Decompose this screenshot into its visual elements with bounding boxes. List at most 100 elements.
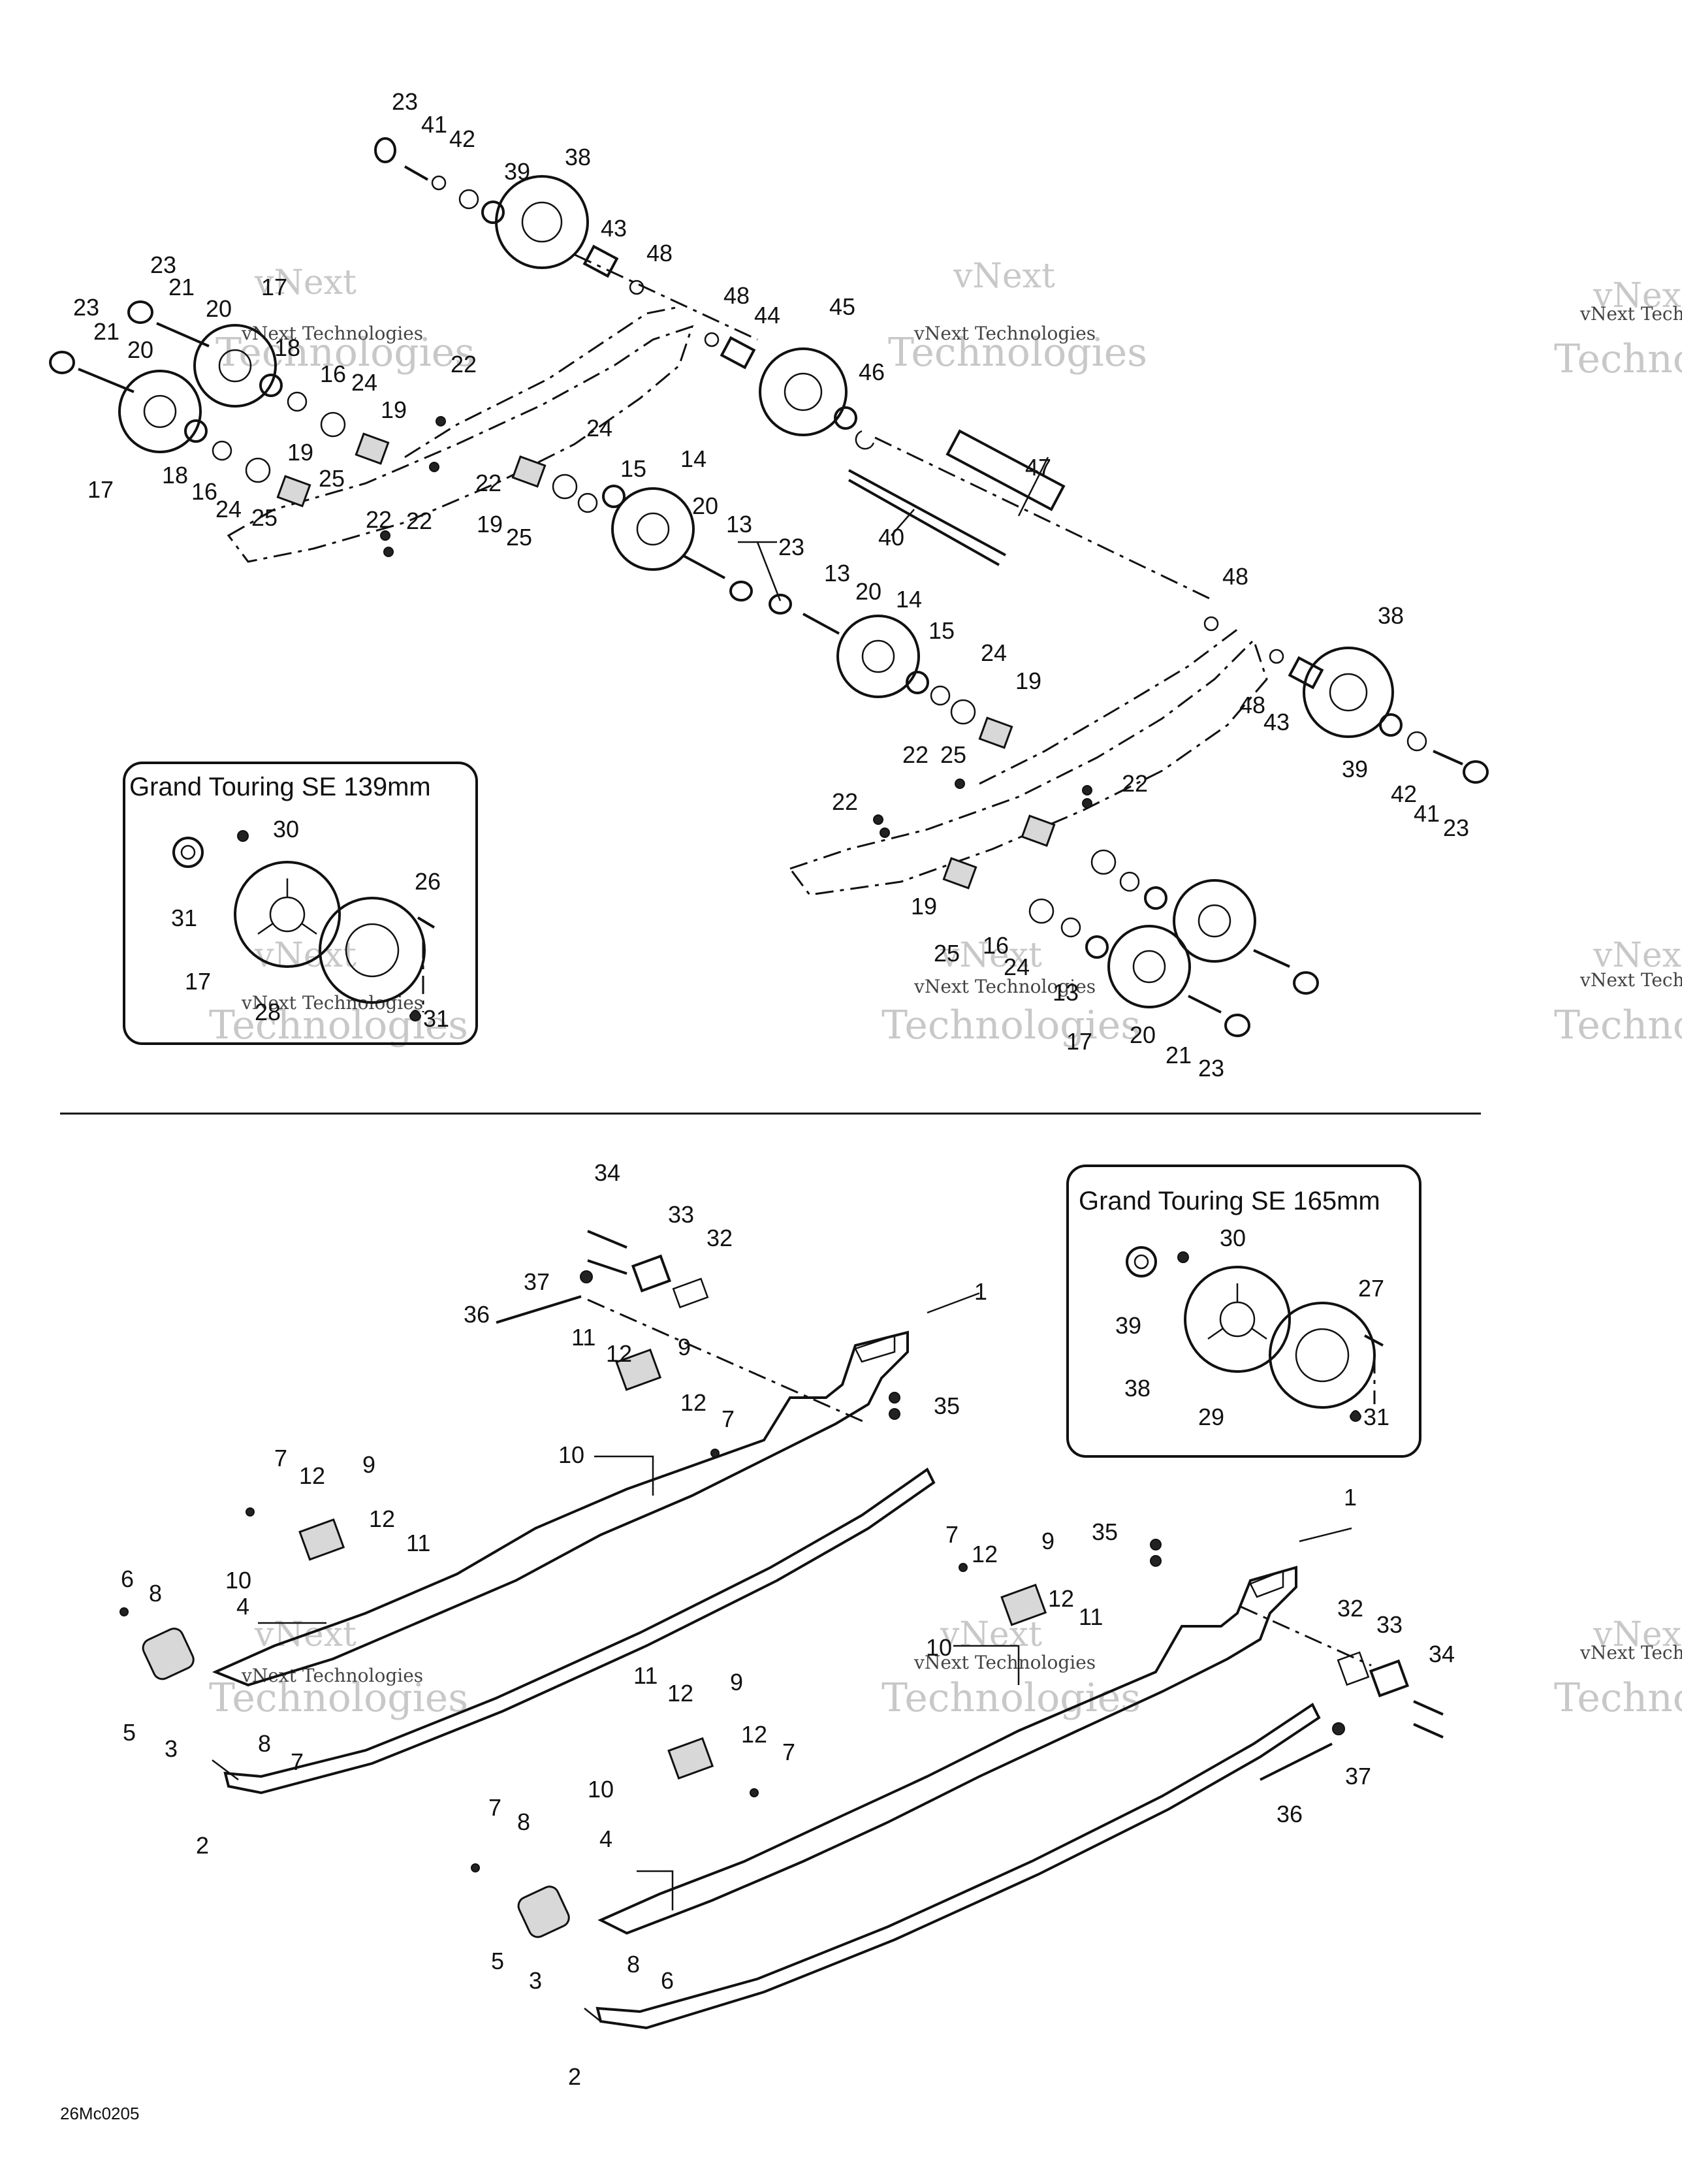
- axle-support-block: [355, 432, 390, 465]
- watermark-brand-long: Technologies: [1554, 1675, 1682, 1721]
- callout-29: 29: [1198, 1404, 1224, 1430]
- wheel-cover-inner: [345, 923, 400, 978]
- callout-12: 12: [680, 1389, 706, 1416]
- callout-13: 13: [1053, 979, 1079, 1006]
- watermark-line: vNext Technologies: [913, 323, 1096, 344]
- spacer-ring: [552, 474, 578, 500]
- idler-wheel-hub: [1132, 950, 1166, 984]
- frame-arm-right-inner: [979, 626, 1241, 785]
- callout-32: 32: [1337, 1595, 1363, 1622]
- cap: [1463, 760, 1489, 784]
- nut: [429, 462, 439, 472]
- callout-21: 21: [1166, 1042, 1192, 1068]
- callout-23: 23: [778, 534, 804, 560]
- callout-22: 22: [832, 788, 858, 815]
- watermark-line: vNext Technologies: [241, 323, 423, 344]
- bearing: [259, 374, 283, 397]
- idler-wheel-hub: [861, 639, 895, 673]
- watermark-brand-long: Technologies: [215, 330, 475, 376]
- spacer-ring: [245, 457, 271, 483]
- callout-8: 8: [149, 1580, 162, 1607]
- bolt: [1188, 995, 1222, 1014]
- idler-wheel-hub: [636, 512, 670, 546]
- frame-arm-left-inner: [404, 306, 680, 458]
- callout-22: 22: [406, 507, 432, 534]
- slider-block: [298, 1518, 345, 1561]
- callout-41: 41: [1414, 800, 1440, 827]
- watermark-line: vNext Technologies: [241, 992, 423, 1014]
- callout-11: 11: [571, 1324, 595, 1351]
- drop-icon: [1349, 1410, 1362, 1422]
- callout-20: 20: [692, 492, 718, 519]
- bolt: [1413, 1723, 1444, 1739]
- bolt: [78, 368, 135, 393]
- bolt: [1433, 750, 1463, 765]
- nut: [383, 547, 394, 557]
- callout-21: 21: [93, 318, 119, 345]
- callout-37: 37: [524, 1268, 550, 1295]
- bolt: [802, 613, 840, 635]
- fastener: [750, 1788, 759, 1797]
- watermark-brand-long: Technologies: [209, 1003, 468, 1048]
- callout-5: 5: [491, 1948, 504, 1974]
- long-bolt: [1260, 1742, 1333, 1781]
- callout-27: 27: [1358, 1275, 1384, 1302]
- washer: [1203, 616, 1219, 632]
- bearing: [1126, 1246, 1157, 1277]
- watermark-brand: vNext: [1593, 936, 1682, 975]
- idler-wheel: [1173, 879, 1256, 963]
- bolt: [1413, 1700, 1444, 1716]
- inset-title: Grand Touring SE 139mm: [129, 773, 431, 801]
- callout-12: 12: [299, 1462, 325, 1489]
- retaining-ring: [287, 391, 308, 412]
- top-assembly: [49, 137, 1489, 1037]
- diagram-code: 26Mc0205: [60, 2104, 139, 2123]
- spacer: [1288, 656, 1324, 690]
- bearing: [172, 837, 204, 868]
- spacer: [582, 244, 619, 278]
- callout-39: 39: [1115, 1312, 1141, 1339]
- nut: [955, 779, 965, 789]
- bearing-inner: [180, 844, 196, 860]
- watermark-brand: vNext: [953, 257, 1055, 296]
- leader-line: [891, 509, 915, 536]
- callout-25: 25: [251, 504, 278, 531]
- axis-line: [1240, 1605, 1372, 1667]
- callout-1: 1: [974, 1278, 987, 1305]
- callout-28: 28: [255, 999, 281, 1025]
- axis-line: [574, 253, 758, 341]
- idler-wheel-hub: [1329, 673, 1368, 712]
- callout-24: 24: [586, 415, 612, 442]
- callout-22: 22: [1122, 770, 1148, 797]
- callout-8: 8: [517, 1808, 530, 1835]
- leader-line: [584, 2008, 601, 2022]
- watermark-brand-long: Technologies: [1554, 1003, 1682, 1048]
- inset-title: Grand Touring SE 165mm: [1079, 1187, 1380, 1215]
- callout-18: 18: [162, 462, 188, 489]
- bolt-head: [237, 830, 249, 842]
- callout-26: 26: [415, 868, 441, 895]
- callout-16: 16: [320, 361, 346, 387]
- spacer-tube: [945, 429, 1066, 511]
- bolt: [156, 322, 210, 347]
- watermark-line: vNext Technologies: [913, 976, 1096, 997]
- idler-wheel-hub: [269, 896, 306, 933]
- fastener: [710, 1449, 720, 1458]
- callout-7: 7: [722, 1405, 735, 1432]
- callout-14: 14: [896, 586, 922, 613]
- callout-24: 24: [981, 639, 1007, 666]
- callout-12: 12: [606, 1340, 632, 1367]
- idler-wheel-hub: [143, 394, 177, 428]
- callout-34: 34: [1429, 1641, 1455, 1667]
- slider-block: [667, 1737, 714, 1780]
- callout-10: 10: [588, 1776, 614, 1803]
- idler-wheel: [193, 324, 277, 408]
- callout-11: 11: [633, 1662, 658, 1689]
- nut: [1332, 1722, 1345, 1735]
- axle-support-block: [511, 455, 547, 488]
- idler-wheel: [118, 370, 202, 453]
- wear-strip: [223, 1468, 936, 1795]
- callout-12: 12: [972, 1541, 998, 1567]
- watermark-brand: vNext: [940, 1615, 1042, 1654]
